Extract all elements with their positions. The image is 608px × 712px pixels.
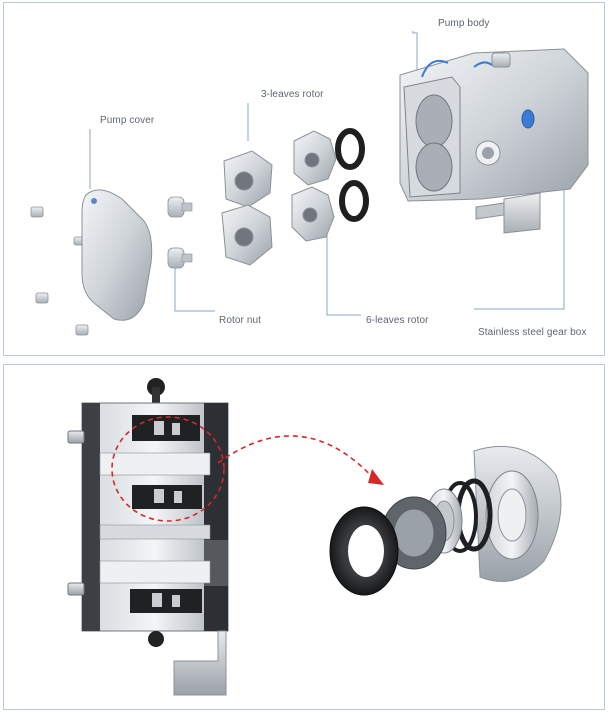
pump-cross-section	[67, 378, 229, 696]
zoom-arrow	[217, 435, 384, 485]
label-rotor-nut: Rotor nut	[219, 315, 262, 326]
label-six-leaves-rotor: 6-leaves rotor	[366, 315, 429, 326]
pump-body-part	[399, 48, 589, 234]
o-ring-parts	[335, 128, 369, 222]
label-pump-cover: Pump cover	[100, 115, 155, 126]
label-pump-body: Pump body	[438, 18, 490, 29]
exploded-view-illustration	[30, 31, 589, 336]
three-leaves-rotor-parts	[221, 150, 273, 266]
pump-cover-part	[81, 189, 153, 321]
seal-detail-illustration	[67, 378, 562, 696]
label-gear-box: Stainless steel gear box	[478, 327, 587, 338]
mechanical-seal-exploded	[329, 445, 562, 596]
rotor-nut-parts	[167, 196, 193, 269]
label-three-leaves-rotor: 3-leaves rotor	[261, 89, 324, 100]
exploded-view-panel: Pump body 3-leaves rotor Pump cover Roto…	[3, 2, 605, 356]
highlight-circle	[111, 416, 225, 522]
six-leaves-rotor-parts	[291, 130, 337, 242]
seal-detail-panel	[3, 364, 605, 710]
cover-bolts	[30, 206, 89, 336]
